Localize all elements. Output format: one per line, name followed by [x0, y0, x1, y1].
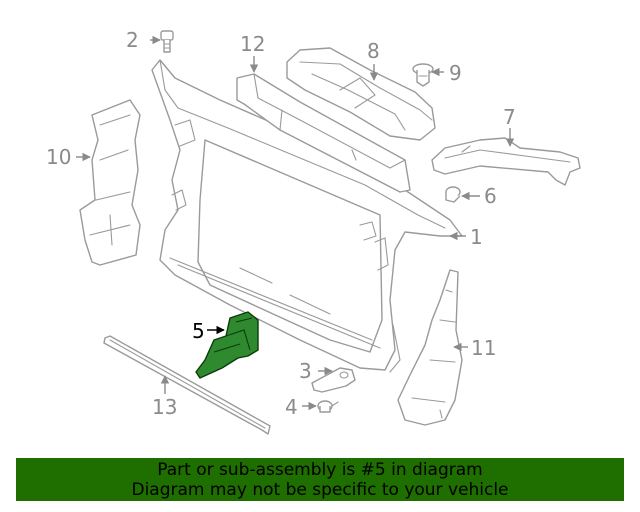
right-air-guide — [397, 269, 463, 426]
callout-7: 7 — [503, 105, 516, 129]
callout-13: 13 — [152, 395, 177, 419]
bolt-lower — [317, 400, 339, 413]
bolt-small — [445, 186, 461, 203]
callout-1: 1 — [470, 225, 483, 249]
radiator-support-frame — [151, 59, 463, 373]
callout-2: 2 — [126, 28, 139, 52]
callout-6: 6 — [484, 184, 497, 208]
callout-12: 12 — [240, 32, 265, 56]
info-banner: Part or sub-assembly is #5 in diagram Di… — [16, 458, 624, 501]
side-bracket — [431, 137, 581, 186]
callout-4: 4 — [285, 395, 298, 419]
parts-diagram: 2 12 8 9 7 6 1 10 11 3 4 13 5 — [46, 28, 581, 435]
callout-5: 5 — [192, 319, 205, 343]
callout-11: 11 — [471, 336, 496, 360]
callout-9: 9 — [449, 61, 462, 85]
small-bracket — [311, 367, 356, 393]
highlighted-part-5 — [195, 311, 259, 379]
callout-10: 10 — [46, 145, 71, 169]
bolt — [160, 30, 174, 53]
banner-line-2: Diagram may not be specific to your vehi… — [131, 480, 509, 500]
callout-3: 3 — [299, 359, 312, 383]
air-deflector — [286, 47, 436, 141]
banner-line-1: Part or sub-assembly is #5 in diagram — [157, 460, 483, 480]
seal-strip — [103, 335, 271, 435]
clip-fastener — [412, 63, 434, 87]
upper-cover — [236, 73, 411, 193]
leader-lines — [76, 35, 515, 411]
left-air-guide — [79, 99, 141, 266]
callout-8: 8 — [367, 39, 380, 63]
